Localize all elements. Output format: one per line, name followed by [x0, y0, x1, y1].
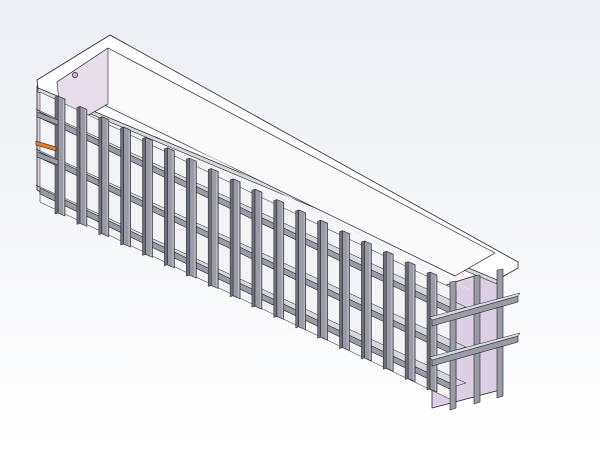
frame-post-side: [76, 106, 81, 225]
frame-post-side: [207, 168, 212, 287]
frame-post-side: [164, 147, 168, 267]
frame-post-side: [229, 178, 234, 298]
frame-post: [429, 271, 438, 393]
frame-post: [276, 199, 285, 320]
frame-post: [189, 157, 197, 279]
frame-post-side: [54, 95, 59, 215]
frame-post-side: [426, 271, 431, 391]
frame-post: [385, 251, 394, 372]
end-frame-post: [449, 280, 457, 411]
frame-post-side: [361, 240, 365, 360]
frame-post: [123, 126, 131, 248]
frame-post: [210, 168, 219, 289]
frame-post-side: [404, 261, 409, 380]
frame-post: [79, 106, 88, 227]
frame-post-side: [273, 199, 278, 318]
drain-hole-icon: [72, 72, 78, 78]
frame-post-side: [142, 137, 146, 256]
frame-post: [254, 188, 263, 310]
frame-post: [298, 209, 307, 331]
frame-post: [407, 261, 416, 382]
frame-post-side: [98, 116, 103, 235]
inner-floor-line: [107, 103, 471, 291]
end-frame-rail-top: [429, 292, 521, 321]
frame-post: [145, 137, 153, 258]
rectangular-tank-model[interactable]: [35, 34, 521, 411]
left-end-rail: [36, 151, 59, 166]
frame-post-side: [251, 188, 256, 308]
frame-post: [57, 95, 66, 217]
frame-post-side: [120, 126, 124, 246]
end-frame-post: [496, 268, 504, 399]
frame-post: [232, 178, 241, 300]
nozzle-fitting: [35, 140, 57, 152]
frame-post: [342, 230, 350, 351]
frame-post: [364, 240, 372, 362]
frame-post-side: [186, 157, 190, 277]
left-end-rail: [36, 111, 59, 126]
frame-post-side: [339, 230, 343, 349]
end-frame-post: [473, 274, 481, 405]
frame-post: [320, 219, 328, 341]
frame-post-side: [382, 251, 387, 370]
frame-post: [167, 147, 175, 269]
frame-post-side: [295, 209, 299, 329]
frame-post-side: [317, 219, 321, 339]
end-frame-rail-top: [429, 332, 521, 361]
frame-post: [101, 116, 110, 237]
